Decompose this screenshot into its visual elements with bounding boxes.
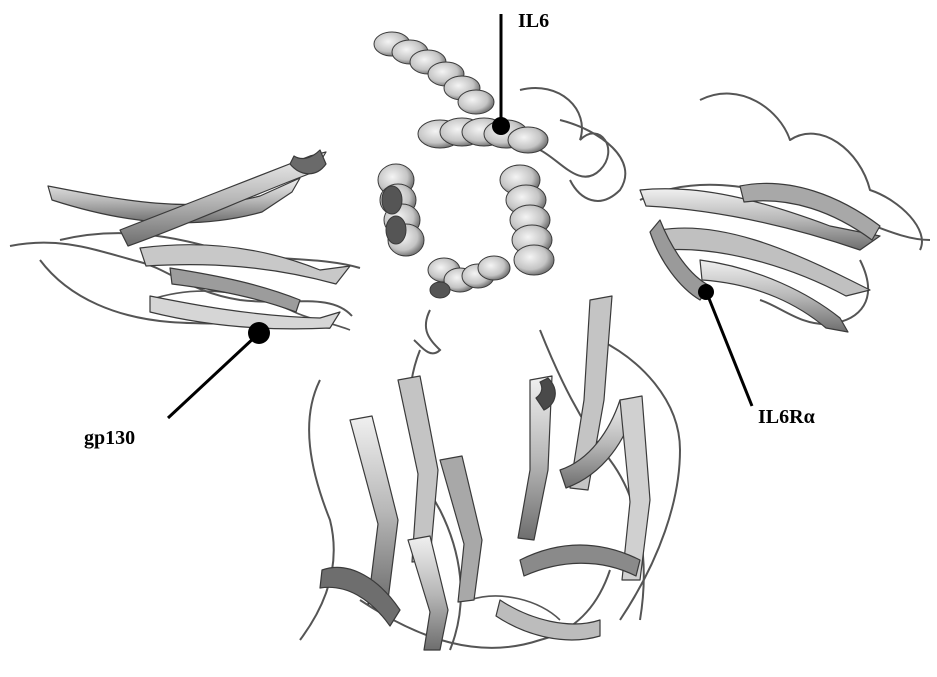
- il6ra-leader-line: [708, 296, 752, 406]
- il6ra-label: IL6Rα: [758, 407, 815, 427]
- gp130-marker: [248, 322, 270, 344]
- lower-domains: [300, 296, 680, 650]
- il6-label: IL6: [518, 11, 549, 31]
- il6ra-marker: [698, 284, 714, 300]
- gp130-label: gp130: [84, 428, 135, 448]
- il6-marker: [492, 117, 510, 135]
- gp130-domain: [10, 150, 360, 330]
- il6ra-domain: [640, 94, 930, 332]
- gp130-leader-line: [168, 336, 256, 418]
